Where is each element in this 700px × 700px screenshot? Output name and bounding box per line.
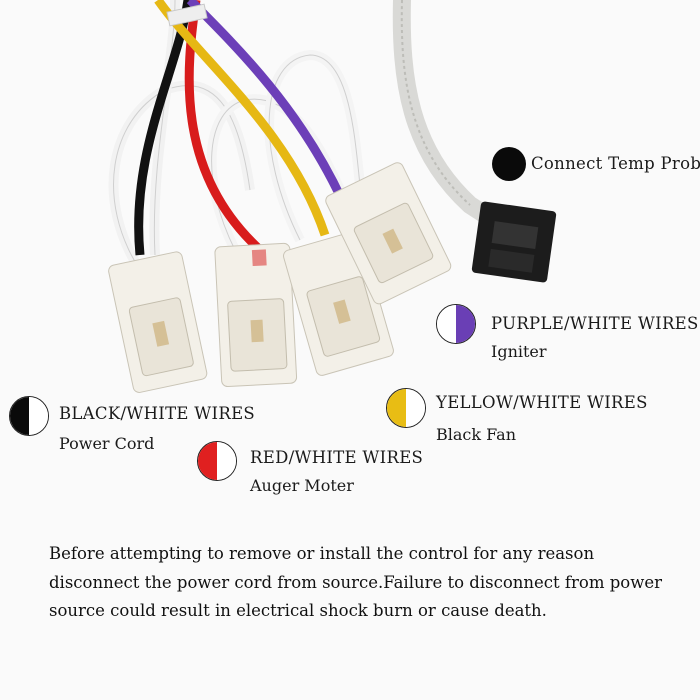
yellow-white-swatch-icon	[386, 388, 426, 428]
safety-warning-text: Before attempting to remove or install t…	[49, 544, 663, 620]
black-wires-function: Power Cord	[59, 434, 155, 453]
purple-wire	[186, 0, 347, 202]
red-wire	[184, 0, 262, 252]
connector-purple-white	[325, 162, 452, 305]
red-wires-function: Auger Moter	[250, 476, 354, 495]
red-white-swatch-icon	[197, 441, 237, 481]
black-wires-title: BLACK/WHITE WIRES	[59, 404, 256, 423]
temp-probe-plug	[471, 201, 557, 283]
yellow-wires-function: Black Fan	[436, 425, 517, 444]
connector-black-white	[108, 251, 208, 393]
temp-probe-cable	[392, 0, 493, 223]
yellow-wires-title: YELLOW/WHITE WIRES	[436, 393, 648, 412]
purple-white-swatch-icon	[436, 304, 476, 344]
purple-wires-function: Igniter	[491, 342, 547, 361]
purple-wires-title: PURPLE/WHITE WIRES	[491, 314, 699, 333]
red-wires-title: RED/WHITE WIRES	[250, 448, 424, 467]
temp-probe-label: Connect Temp Probe	[531, 154, 700, 173]
connector-red-white	[214, 242, 298, 388]
temp-probe-dot-icon	[492, 147, 526, 181]
black-white-swatch-icon	[9, 396, 49, 436]
